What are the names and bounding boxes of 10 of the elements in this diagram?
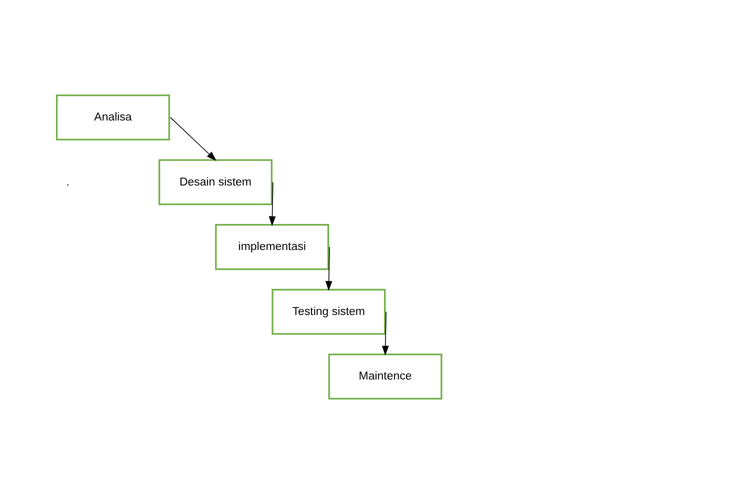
arrow	[170, 117, 216, 161]
arrow	[325, 246, 332, 291]
node-box: implementasi	[215, 224, 330, 270]
arrow	[382, 311, 389, 356]
node-box: Analisa	[56, 94, 170, 140]
node-box: Maintence	[328, 354, 442, 400]
arrow	[268, 182, 276, 226]
label: .	[66, 176, 70, 188]
node-box: Desain sistem	[158, 159, 272, 206]
node-box: Testing sistem	[272, 288, 386, 335]
